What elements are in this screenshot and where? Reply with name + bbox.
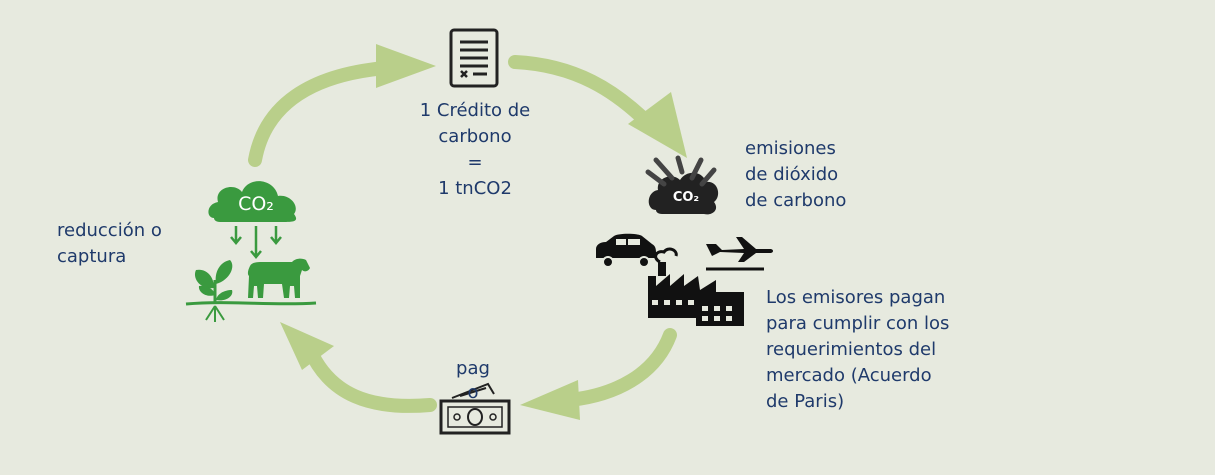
arrow-payment-to-capture: [303, 343, 437, 413]
emissions-label-line2: de dióxido: [745, 164, 839, 185]
ground-line: [185, 301, 317, 306]
credit-label-line2: carbono: [438, 126, 512, 147]
emitters-label-line2: para cumplir con los: [766, 313, 950, 334]
capture-label-line2: captura: [57, 246, 127, 267]
document-icon: [449, 28, 499, 88]
arrow-capture-to-credit: [248, 61, 392, 167]
arrow-head-to-payment: [520, 380, 580, 420]
emissions-label-line1: emisiones: [745, 138, 836, 159]
emissions-label: emisiones de dióxido de carbono: [745, 136, 846, 214]
arrow-credit-to-emissions: [508, 55, 657, 132]
airplane-icon: [706, 237, 773, 271]
arrow-head-to-credit: [376, 44, 436, 88]
credit-label-line1: 1 Crédito de: [419, 100, 531, 121]
arrow-heads: [280, 44, 687, 420]
money-bill-icon: [439, 382, 511, 435]
emission-cloud-icon: [645, 155, 719, 215]
arrow-head-to-capture: [280, 322, 334, 370]
arrow-emitters-to-payment: [563, 328, 677, 407]
credit-label-line3: =: [467, 152, 483, 173]
arrow-head-to-emissions: [628, 92, 687, 158]
emissions-co2-badge: CO₂: [672, 190, 700, 205]
emitters-label: Los emisores pagan para cumplir con los …: [766, 285, 949, 415]
capture-co2-badge: CO₂: [238, 193, 274, 215]
emitters-label-line4: mercado (Acuerdo: [766, 365, 932, 386]
credit-label-line4: 1 tnCO2: [438, 178, 512, 199]
credit-label: 1 Crédito de carbono = 1 tnCO2: [410, 98, 540, 202]
capture-cloud-icon: [208, 181, 297, 259]
payment-label-line1: pag: [456, 358, 490, 379]
plant-icon: [194, 260, 233, 322]
capture-label: reducción o captura: [57, 218, 162, 270]
payment-label: pag o: [448, 356, 498, 404]
emissions-label-line3: de carbono: [745, 190, 847, 211]
cow-icon: [247, 258, 310, 298]
car-icon: [596, 233, 656, 268]
payment-label-line2: o: [467, 382, 479, 403]
factory-icon: [648, 247, 744, 326]
emitters-label-line3: requerimientos del: [766, 339, 937, 360]
capture-label-line1: reducción o: [57, 220, 162, 241]
cycle-arrows: [248, 55, 677, 413]
emitters-label-line5: de Paris): [766, 391, 845, 412]
emitters-label-line1: Los emisores pagan: [766, 287, 946, 308]
